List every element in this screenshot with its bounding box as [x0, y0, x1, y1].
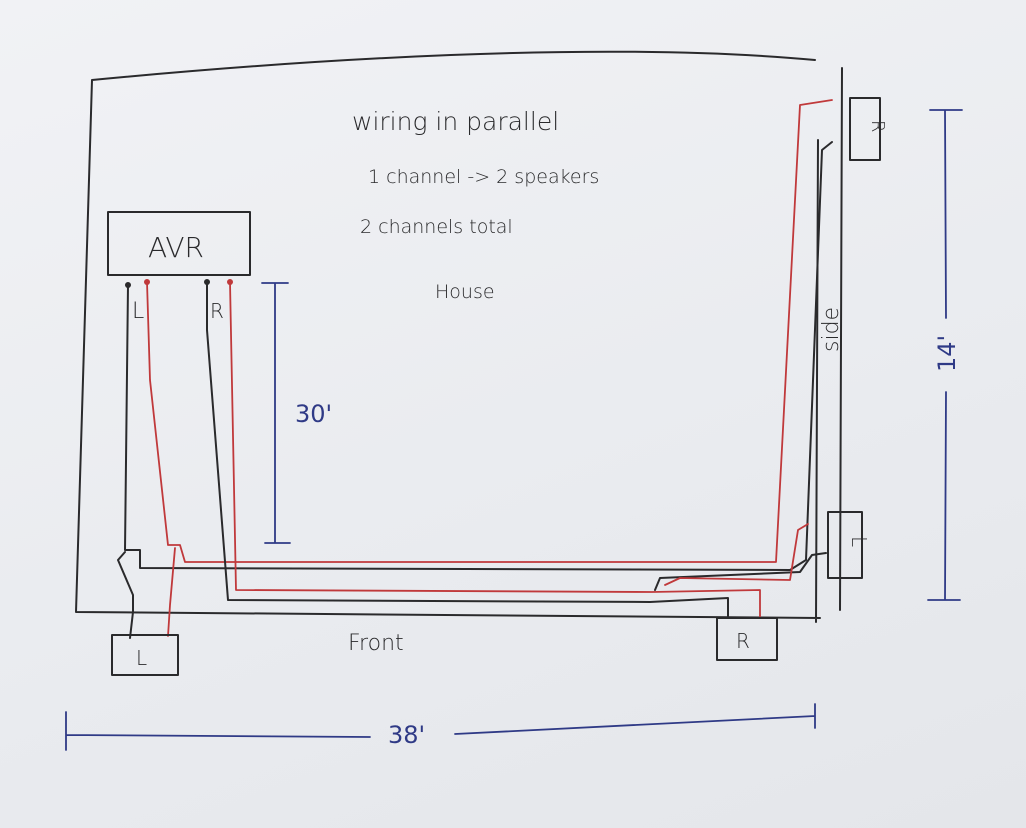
side-left-speaker: L — [827, 511, 871, 579]
avr-left-terminal-label: L — [132, 299, 144, 324]
side-right-speaker: R — [849, 97, 888, 161]
house-label: House — [435, 281, 495, 303]
front-length-label: 38' — [388, 721, 425, 749]
note-channel: 1 channel -> 2 speakers — [368, 166, 599, 188]
side-right-speaker-label: R — [867, 120, 888, 133]
front-right-speaker: R — [716, 617, 778, 661]
side-length-label: 14' — [933, 335, 961, 372]
house-outline — [75, 50, 843, 623]
side-length-dimension-line — [927, 109, 963, 601]
front-wall-label: Front — [348, 631, 404, 656]
run-length-label: 30' — [295, 400, 332, 428]
right-channel-negative-wire — [206, 281, 827, 619]
run-length-dimension-line — [261, 282, 291, 544]
left-channel-negative-wire — [117, 141, 833, 639]
right-channel-positive-wire — [229, 281, 809, 619]
front-left-speaker: L — [111, 634, 179, 676]
front-length-dimension-line — [65, 703, 816, 751]
side-wall-label: side — [819, 307, 844, 352]
side-left-speaker-label: L — [847, 536, 871, 547]
left-channel-positive-wire — [146, 99, 833, 637]
avr-box — [107, 211, 251, 276]
front-left-speaker-label: L — [136, 646, 147, 670]
note-title: wiring in parallel — [352, 107, 559, 136]
note-total: 2 channels total — [360, 216, 513, 238]
avr-right-terminal-label: R — [210, 299, 224, 323]
avr-label: AVR — [148, 231, 204, 264]
front-right-speaker-label: R — [736, 629, 750, 653]
